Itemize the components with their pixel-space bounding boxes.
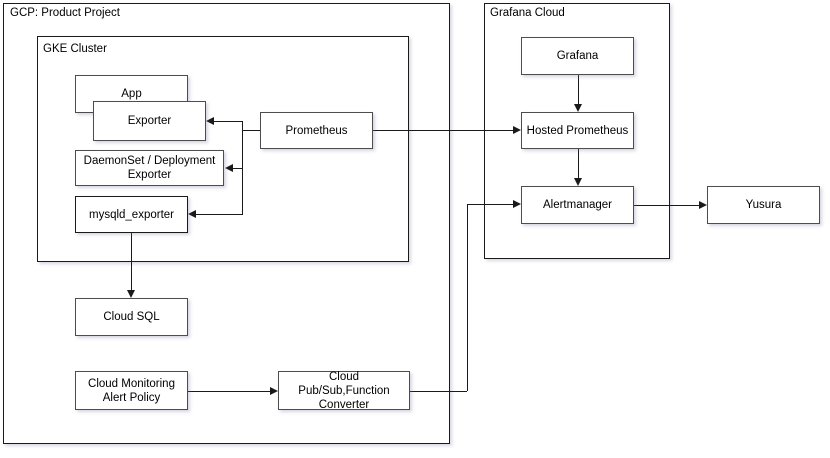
node-alertmanager[interactable]: Alertmanager: [521, 186, 634, 224]
node-mysqld-exporter[interactable]: mysqld_exporter: [75, 196, 188, 233]
node-cloud-monitoring-label-line1: Cloud Monitoring: [88, 377, 175, 390]
node-daemonset-deployment-exporter[interactable]: DaemonSet / Deployment Exporter: [75, 150, 224, 186]
edge-prometheus-to-junction: [242, 130, 260, 131]
edge-junction-to-exporter: [214, 121, 242, 122]
container-gke-label: GKE Cluster: [43, 43, 107, 55]
node-exporter[interactable]: Exporter: [93, 101, 206, 141]
node-hosted-prometheus-label: Hosted Prometheus: [526, 124, 629, 137]
edge-junction-to-mysqld: [196, 214, 242, 215]
node-exporter-label: Exporter: [127, 115, 172, 127]
node-grafana[interactable]: Grafana: [521, 37, 634, 75]
arrowhead-to-pubsub: [270, 386, 278, 395]
arrowhead-to-cloud-sql: [126, 290, 135, 298]
edge-pubsub-to-riser: [410, 391, 467, 392]
edge-alertmanager-to-yusura: [634, 205, 699, 206]
node-prometheus-label: Prometheus: [285, 124, 348, 137]
node-prometheus[interactable]: Prometheus: [260, 112, 373, 149]
arrowhead-to-daemonset: [225, 163, 233, 172]
edge-cloud-monitoring-to-pubsub: [188, 391, 270, 392]
node-mysqld-exporter-label: mysqld_exporter: [88, 208, 174, 221]
arrowhead-hosted-prometheus-to-alertmanager: [573, 178, 582, 186]
container-grafana-cloud-label: Grafana Cloud: [490, 7, 565, 19]
node-pubsub-label-line1: Cloud Pub/Sub,Function: [298, 370, 390, 397]
node-pubsub-label-line2: Converter: [318, 398, 370, 411]
node-daemonset-label-line2: Exporter: [127, 169, 172, 181]
edge-junction-vertical: [242, 121, 243, 215]
node-daemonset-label-line1: DaemonSet / Deployment: [83, 155, 216, 167]
edge-hosted-prometheus-to-alertmanager: [578, 149, 579, 178]
container-gcp-label: GCP: Product Project: [10, 7, 120, 19]
arrowhead-to-hosted-prometheus: [513, 125, 521, 134]
node-yusura-label: Yusura: [745, 199, 782, 211]
arrowhead-to-yusura: [699, 200, 707, 209]
node-cloud-monitoring-alert-policy[interactable]: Cloud Monitoring Alert Policy: [75, 371, 188, 410]
edge-junction-to-daemonset: [233, 168, 242, 169]
node-cloud-pubsub-function-converter[interactable]: Cloud Pub/Sub,Function Converter: [278, 370, 410, 411]
edge-grafana-to-hosted-prometheus: [578, 75, 579, 104]
node-yusura[interactable]: Yusura: [707, 186, 820, 224]
edge-prometheus-to-hosted-prometheus: [373, 130, 513, 131]
node-cloud-sql-label: Cloud SQL: [103, 311, 160, 323]
node-hosted-prometheus[interactable]: Hosted Prometheus: [521, 112, 634, 149]
edge-riser-to-alertmanager: [467, 204, 513, 205]
arrowhead-to-exporter: [206, 116, 214, 125]
arrowhead-to-mysqld: [188, 209, 196, 218]
node-cloud-sql[interactable]: Cloud SQL: [75, 298, 188, 336]
edge-pubsub-riser-vertical: [467, 204, 468, 391]
node-grafana-label: Grafana: [556, 50, 599, 62]
node-cloud-monitoring-label-line2: Alert Policy: [102, 391, 161, 404]
arrowhead-to-alertmanager-from-pubsub: [513, 199, 521, 208]
node-alertmanager-label: Alertmanager: [542, 199, 613, 211]
edge-mysqld-to-cloud-sql: [131, 233, 132, 290]
node-app-label: App: [121, 88, 142, 100]
arrowhead-grafana-to-hosted-prometheus: [573, 104, 582, 112]
